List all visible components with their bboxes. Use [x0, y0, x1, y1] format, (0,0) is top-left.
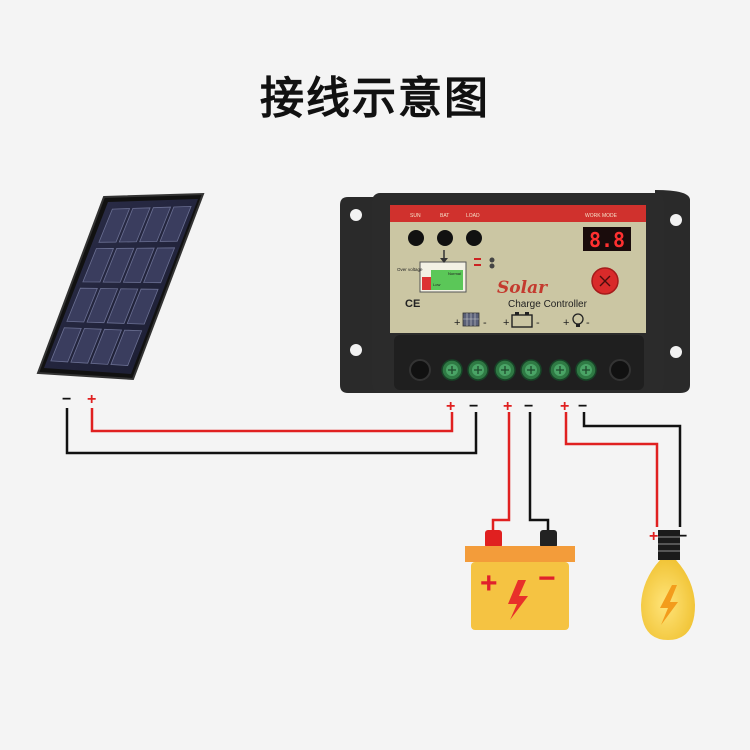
load-terminal-icon: + -	[563, 313, 590, 329]
load-led	[466, 230, 482, 246]
lightning-icon	[508, 580, 528, 620]
bulb-lightning-icon	[660, 585, 678, 625]
load-positive-terminal[interactable]	[549, 359, 571, 381]
battery-negative-post	[540, 530, 557, 548]
indicator-label-load: LOAD	[466, 213, 480, 219]
load-negative-terminal[interactable]	[575, 359, 597, 381]
solar-panel-icon	[36, 192, 205, 381]
solar-panel-cells	[50, 205, 192, 366]
panel-positive-mark: +	[87, 391, 96, 408]
svg-text:+: +	[454, 317, 460, 329]
bat-negative-terminal[interactable]	[520, 359, 542, 381]
charge-controller: SUN BAT LOAD WORK MODE 8.8 Over voltage …	[340, 190, 690, 393]
pv-positive-terminal[interactable]	[441, 359, 463, 381]
load-negative-terminal-mark: −	[578, 398, 587, 415]
pv-positive-terminal-mark: +	[446, 398, 455, 415]
solar-cell	[139, 206, 172, 243]
low-label: Low	[433, 282, 440, 287]
solar-cell	[82, 248, 115, 283]
svg-text:-: -	[586, 317, 590, 329]
load-negative-wire	[582, 412, 682, 527]
solar-cell	[66, 287, 98, 323]
pv-positive-wire	[90, 408, 454, 433]
battery-negative-wire	[528, 412, 550, 534]
work-mode-label: WORK MODE	[585, 213, 618, 219]
bat-positive-terminal-mark: +	[503, 398, 512, 415]
load-positive-terminal-mark: +	[560, 398, 569, 415]
battery-level-low	[422, 277, 431, 290]
product-name-label: Charge Controller	[508, 299, 588, 310]
battery-level-normal	[431, 270, 463, 290]
battery-negative-sign: −	[538, 562, 556, 595]
load-symbols-icon	[474, 257, 495, 269]
mount-hole	[670, 346, 682, 358]
solar-cell	[118, 207, 151, 243]
bulb-negative-mark: −	[678, 528, 687, 545]
solar-cell	[122, 247, 155, 283]
solar-cell	[143, 247, 176, 284]
mount-hole	[670, 214, 682, 226]
battery-icon: + −	[465, 530, 575, 630]
bulb-positive-mark: +	[649, 528, 658, 545]
load-positive-wire	[564, 412, 659, 527]
ce-mark: CE	[405, 298, 420, 310]
solar-cell	[98, 208, 131, 243]
solar-cell	[110, 329, 143, 366]
solar-cell	[106, 288, 139, 324]
arrow-down-icon	[440, 258, 448, 263]
over-voltage-label: Over voltage	[397, 267, 423, 272]
light-bulb-icon: + −	[641, 528, 695, 640]
battery-terminal-icon: + -	[503, 312, 540, 329]
sun-led	[408, 230, 424, 246]
page-title: 接线示意图	[260, 73, 490, 124]
battery-positive-wire	[491, 412, 511, 534]
indicator-label-bat: BAT	[440, 213, 449, 219]
svg-text:+: +	[563, 317, 569, 329]
wires	[65, 408, 682, 534]
mount-hole	[350, 209, 362, 221]
segment-display	[583, 227, 631, 251]
controller-header	[390, 205, 646, 222]
bat-negative-terminal-mark: −	[524, 398, 533, 415]
pv-negative-terminal-mark: −	[469, 398, 478, 415]
mount-hole	[350, 344, 362, 356]
solar-cell	[159, 205, 192, 242]
brand-label: Solar	[497, 278, 548, 298]
panel-negative-mark: −	[62, 391, 71, 408]
battery-positive-sign: +	[480, 567, 498, 600]
display-value: 8.8	[589, 228, 625, 252]
svg-text:-: -	[483, 317, 487, 329]
svg-text:-: -	[536, 317, 540, 329]
pv-negative-wire	[65, 408, 478, 455]
indicator-label-sun: SUN	[410, 213, 421, 219]
bat-led	[437, 230, 453, 246]
battery-positive-post	[485, 530, 502, 548]
solar-cell	[70, 328, 102, 364]
pv-negative-terminal[interactable]	[467, 359, 489, 381]
terminal-screw-left	[409, 359, 431, 381]
svg-text:+: +	[503, 317, 509, 329]
bat-positive-terminal[interactable]	[494, 359, 516, 381]
solar-cell	[102, 247, 135, 283]
battery-lid	[465, 546, 575, 562]
pv-terminal-icon: + -	[454, 312, 487, 329]
normal-label: Normal	[448, 271, 461, 276]
solar-cell	[90, 328, 123, 365]
solar-cell	[126, 288, 159, 325]
terminal-block	[394, 335, 644, 390]
solar-cell	[50, 327, 82, 363]
solar-cell	[86, 288, 119, 324]
terminal-screw-right	[609, 359, 631, 381]
